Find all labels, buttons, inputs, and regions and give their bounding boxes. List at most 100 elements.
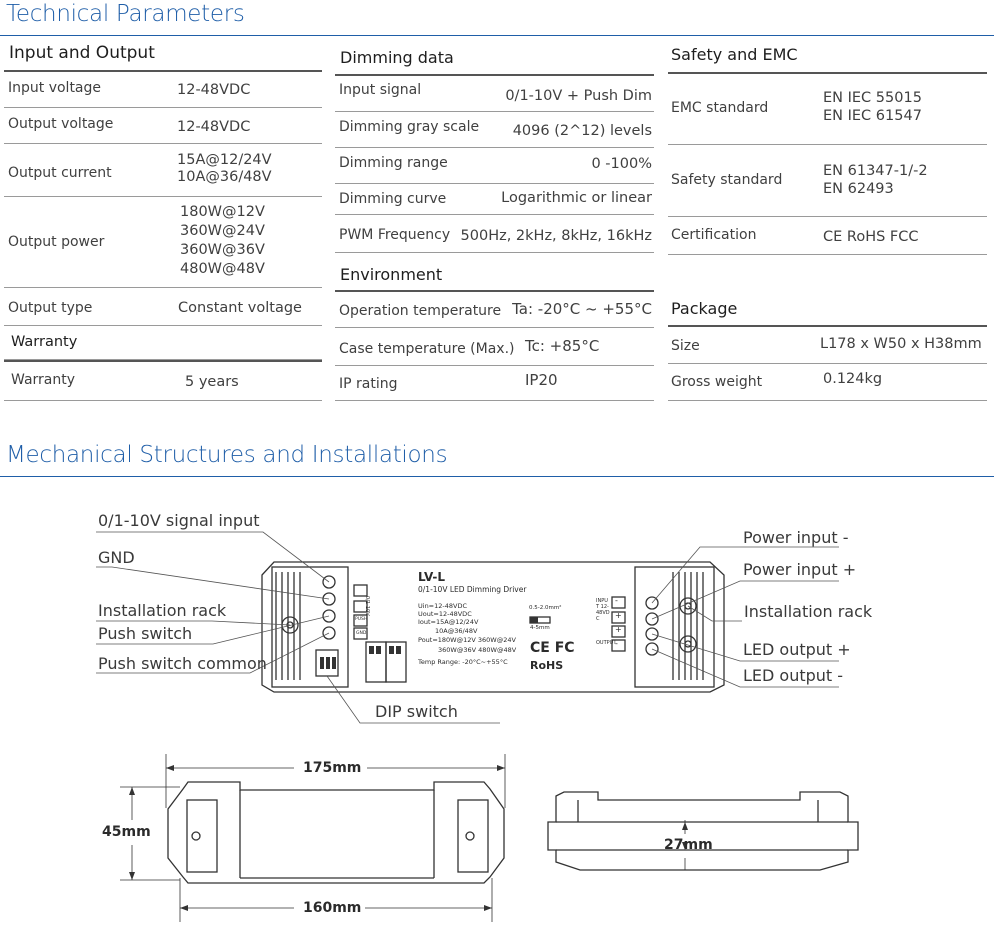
device-spec-5: Pout=180W@12V 360W@24V <box>418 636 516 644</box>
safety-header: Safety and EMC <box>671 45 798 64</box>
row-value: 360W@24V <box>180 223 265 239</box>
row-value: 5 years <box>185 374 239 390</box>
section-title-mechanical: Mechanical Structures and Installations <box>6 442 448 468</box>
callout-led-output-minus: LED output - <box>743 666 844 685</box>
row-value: 180W@12V <box>180 204 265 220</box>
row-value: 12-48VDC <box>177 119 251 135</box>
row-value: 10A@36/48V <box>177 169 272 185</box>
table-row: Operation temperature Ta: -20°C ~ +55°C <box>335 291 654 328</box>
row-label: Dimming gray scale <box>339 119 480 135</box>
device-subtitle: 0/1-10V LED Dimming Driver <box>418 585 527 594</box>
dimension-length-total: 175mm <box>303 760 362 776</box>
dimension-length-mount: 160mm <box>303 900 362 916</box>
table-row: Dimming range 0 -100% <box>335 148 654 184</box>
callout-installation-rack-right: Installation rack <box>744 602 873 621</box>
row-label: Input signal <box>339 82 422 98</box>
row-label: Gross weight <box>671 374 763 390</box>
section-title-technical: Technical Parameters <box>6 1 245 27</box>
device-spec-2: Uout=12-48VDC <box>418 610 472 618</box>
row-label: EMC standard <box>671 100 769 116</box>
callout-power-input-plus: Power input + <box>743 560 857 579</box>
table-row: PWM Frequency 500Hz, 2kHz, 8kHz, 16kHz <box>335 215 654 253</box>
environment-header: Environment <box>340 265 443 284</box>
strip-length-label: 4-5mm <box>530 625 550 631</box>
row-value: 15A@12/24V <box>177 152 272 168</box>
device-spec-6: 360W@36V 480W@48V <box>438 646 517 654</box>
row-value: Logarithmic or linear <box>501 190 652 206</box>
output-label: OUTPUT <box>596 640 617 646</box>
terminal-label-signal: 0/1-10V <box>364 596 370 616</box>
row-label: Safety standard <box>671 172 783 188</box>
section-rule <box>0 35 994 36</box>
row-value: EN 61347-1/-2 <box>823 163 928 179</box>
section-rule <box>0 476 994 477</box>
terminal-label-gnd: GND <box>356 631 367 636</box>
callout-signal-input: 0/1-10V signal input <box>98 511 260 530</box>
row-value: 0/1-10V + Push Dim <box>505 88 652 104</box>
io-header-rule <box>4 70 322 72</box>
device-model: LV-L <box>418 570 446 584</box>
device-spec-1: Uin=12-48VDC <box>418 602 468 610</box>
wire-gauge-label: 0.5-2.0mm² <box>529 605 562 611</box>
dimming-column: Dimming data Input signal 0/1-10V + Push… <box>335 36 654 401</box>
row-label: IP rating <box>339 376 398 392</box>
terminal-sign-3: + <box>615 625 622 634</box>
dimension-width: 45mm <box>102 824 151 840</box>
table-row: Case temperature (Max.) Tc: +85°C <box>335 328 654 366</box>
row-label: Output type <box>8 300 93 316</box>
safety-column: Safety and EMC EMC standard EN IEC 55015… <box>668 36 987 401</box>
callout-led-output-plus: LED output + <box>743 640 851 659</box>
dimming-header: Dimming data <box>340 48 454 67</box>
row-label: Case temperature (Max.) <box>339 341 515 357</box>
row-value: Tc: +85°C <box>525 337 600 355</box>
row-label: Output power <box>8 234 105 250</box>
callout-push-switch: Push switch <box>98 624 193 643</box>
table-row: Gross weight 0.124kg <box>668 364 987 401</box>
row-value: L178 x W50 x H38mm <box>820 336 982 352</box>
terminal-sign-2: + <box>615 611 622 620</box>
row-label: Operation temperature <box>339 303 502 319</box>
input-label: INPUT 12-48VDC <box>596 598 610 622</box>
row-value: Ta: -20°C ~ +55°C <box>512 300 652 318</box>
row-label: PWM Frequency <box>339 227 451 243</box>
row-value: EN IEC 55015 <box>823 90 922 106</box>
safety-header-rule <box>668 72 987 74</box>
device-spec-4: 10A@36/48V <box>435 627 478 635</box>
table-row: Safety standard EN 61347-1/-2 EN 62493 <box>668 145 987 217</box>
row-value: 0 -100% <box>591 156 652 172</box>
io-column: Input and Output Input voltage 12-48VDC … <box>4 36 322 401</box>
terminal-sign-4: - <box>615 639 618 648</box>
safety-bottom-rule <box>668 254 987 255</box>
row-value: Constant voltage <box>178 300 302 316</box>
dimming-header-rule <box>335 74 654 76</box>
warranty-header: Warranty <box>11 334 78 350</box>
table-row: Certification CE RoHS FCC <box>668 217 987 255</box>
row-value: CE RoHS FCC <box>823 229 919 245</box>
row-value: EN 62493 <box>823 181 894 197</box>
row-value: 0.124kg <box>823 371 883 387</box>
callout-dip-switch: DIP switch <box>375 702 458 721</box>
table-row: Output type Constant voltage <box>4 288 322 326</box>
row-label: Dimming range <box>339 155 448 171</box>
row-label: Input voltage <box>8 80 102 96</box>
row-value: 500Hz, 2kHz, 8kHz, 16kHz <box>460 228 652 244</box>
row-label: Certification <box>671 227 757 243</box>
device-spec-7: Temp Range: -20°C~+55°C <box>418 658 508 666</box>
row-label: Warranty <box>11 372 76 388</box>
row-label: Dimming curve <box>339 191 447 207</box>
warranty-header-row: Warranty <box>4 326 322 360</box>
table-row: Output current 15A@12/24V 10A@36/48V <box>4 144 322 197</box>
table-row: Input signal 0/1-10V + Push Dim <box>335 75 654 112</box>
device-spec-3: Iout=15A@12/24V <box>418 618 479 626</box>
certification-marks: CE FC <box>530 640 575 656</box>
package-header-rule <box>668 325 987 327</box>
table-row: EMC standard EN IEC 55015 EN IEC 61547 <box>668 73 987 145</box>
package-header: Package <box>671 299 738 318</box>
row-value: 360W@36V <box>180 242 265 258</box>
row-value: EN IEC 61547 <box>823 108 922 124</box>
callout-push-switch-common: Push switch common <box>98 654 267 673</box>
table-row: Input voltage 12-48VDC <box>4 71 322 108</box>
row-value: 4096 (2^12) levels <box>512 123 652 139</box>
table-row: IP rating IP20 <box>335 366 654 401</box>
row-value: 480W@48V <box>180 261 265 277</box>
